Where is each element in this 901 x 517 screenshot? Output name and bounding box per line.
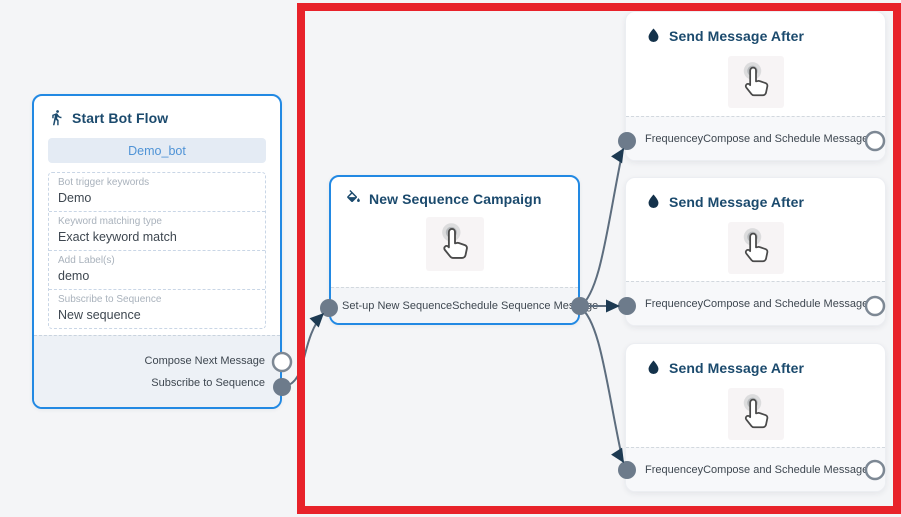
node-send-message-after-1[interactable]: Send Message After Frequencey Compose an… xyxy=(625,11,886,161)
field-value: New sequence xyxy=(58,308,141,322)
output-compose-and-schedule-message[interactable]: Compose and Schedule Message xyxy=(703,132,869,145)
hand-cursor-icon[interactable] xyxy=(727,56,784,108)
hand-cursor-icon[interactable] xyxy=(727,222,784,274)
input-frequencey[interactable]: Frequencey xyxy=(645,463,704,476)
node-footer: Compose Next Message Subscribe to Sequen… xyxy=(34,335,280,407)
walking-person-icon xyxy=(52,110,62,126)
edge-start-to-sequence xyxy=(281,313,324,388)
field-bot-trigger-keywords[interactable]: Bot trigger keywords Demo xyxy=(49,173,265,212)
field-value: Exact keyword match xyxy=(58,230,177,244)
node-header: Send Message After xyxy=(626,12,885,44)
output-subscribe-to-sequence[interactable]: Subscribe to Sequence xyxy=(151,376,265,389)
node-title: New Sequence Campaign xyxy=(369,190,542,207)
field-label: Keyword matching type xyxy=(58,216,162,227)
field-value: demo xyxy=(58,269,90,283)
water-drop-icon xyxy=(648,28,659,43)
field-subscribe-to-sequence[interactable]: Subscribe to Sequence New sequence xyxy=(49,290,265,328)
node-header: New Sequence Campaign xyxy=(331,177,578,213)
paint-bucket-icon xyxy=(347,190,360,203)
node-footer: Frequencey Compose and Schedule Message xyxy=(626,116,885,160)
node-title: Send Message After xyxy=(669,27,805,44)
node-send-message-after-2[interactable]: Send Message After Frequencey Compose an… xyxy=(625,177,886,326)
hand-cursor-graphic xyxy=(743,62,768,97)
field-add-labels[interactable]: Add Label(s) demo xyxy=(49,251,265,290)
node-send-message-after-3[interactable]: Send Message After Frequencey Compose an… xyxy=(625,343,886,492)
node-footer: Set-up New Sequence Schedule Sequence Me… xyxy=(331,287,598,323)
bot-name-button[interactable]: Demo_bot xyxy=(48,138,266,163)
input-frequencey[interactable]: Frequencey xyxy=(645,297,704,310)
hand-cursor-icon[interactable] xyxy=(727,388,784,440)
node-header: Send Message After xyxy=(626,178,885,210)
field-value: Demo xyxy=(58,191,92,205)
hand-cursor-graphic xyxy=(743,394,768,429)
node-title: Start Bot Flow xyxy=(72,109,169,126)
water-drop-icon xyxy=(648,360,659,375)
node-header: Send Message After xyxy=(626,344,885,376)
field-list: Bot trigger keywords Demo Keyword matchi… xyxy=(48,172,266,329)
node-start-bot-flow[interactable]: Start Bot Flow Demo_bot Bot trigger keyw… xyxy=(32,94,282,409)
node-footer: Frequencey Compose and Schedule Message xyxy=(626,281,885,325)
edge-sequence-to-message-1 xyxy=(579,148,624,308)
field-keyword-matching-type[interactable]: Keyword matching type Exact keyword matc… xyxy=(49,212,265,251)
node-title: Send Message After xyxy=(669,193,805,210)
node-header: Start Bot Flow xyxy=(34,96,280,132)
output-compose-and-schedule-message[interactable]: Compose and Schedule Message xyxy=(703,297,869,310)
output-compose-next-message[interactable]: Compose Next Message xyxy=(144,354,265,367)
node-new-sequence-campaign[interactable]: New Sequence Campaign Set-up New Sequenc… xyxy=(329,175,598,325)
node-title: Send Message After xyxy=(669,359,805,376)
output-compose-and-schedule-message[interactable]: Compose and Schedule Message xyxy=(703,463,869,476)
arrowhead xyxy=(309,313,324,328)
field-label: Add Label(s) xyxy=(58,255,115,266)
hand-cursor-graphic xyxy=(743,228,768,263)
input-set-up-new-sequence[interactable]: Set-up New Sequence xyxy=(342,299,453,312)
arrowhead xyxy=(606,299,620,313)
hand-cursor-graphic xyxy=(441,223,468,259)
input-frequencey[interactable]: Frequencey xyxy=(645,132,704,145)
edge-sequence-to-message-3 xyxy=(579,306,624,463)
node-footer: Frequencey Compose and Schedule Message xyxy=(626,447,885,491)
hand-cursor-icon[interactable] xyxy=(425,217,484,271)
output-schedule-sequence-message[interactable]: Schedule Sequence Message xyxy=(452,299,599,312)
field-label: Bot trigger keywords xyxy=(58,177,150,188)
field-label: Subscribe to Sequence xyxy=(58,294,162,305)
water-drop-icon xyxy=(648,194,659,209)
